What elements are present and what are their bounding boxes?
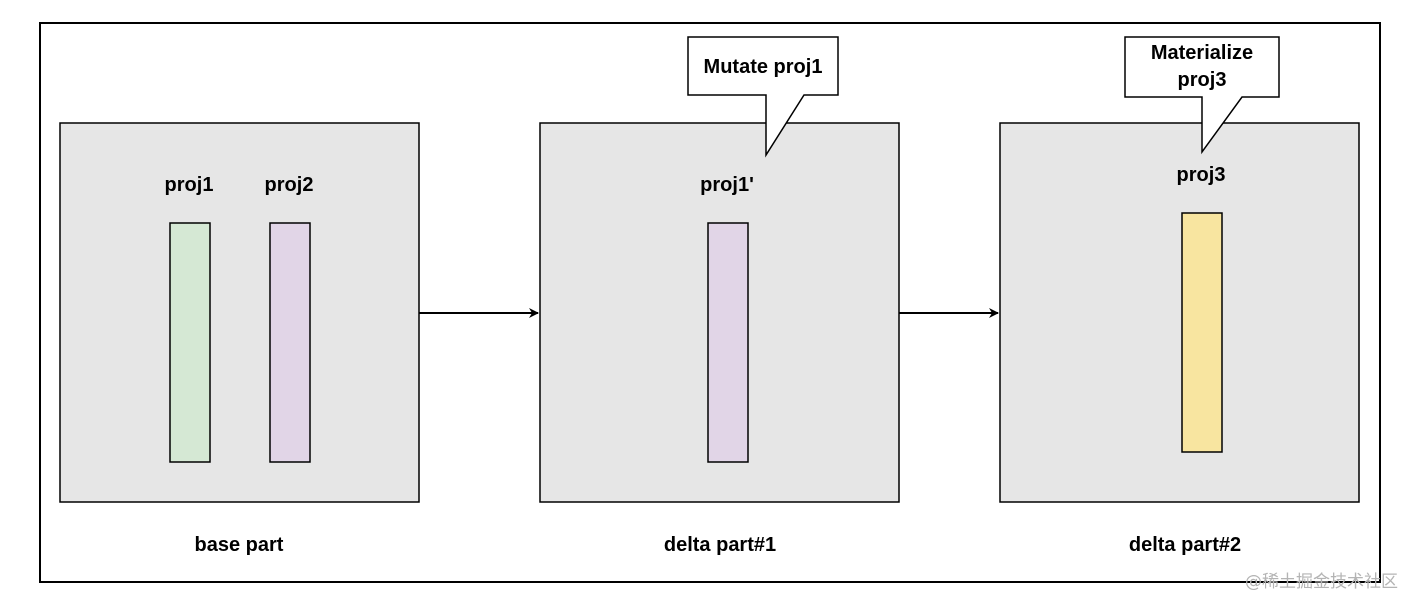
materialize-callout: Materialize proj3	[1124, 36, 1280, 155]
base-part-caption: base part	[195, 534, 284, 556]
proj3-column	[1181, 212, 1223, 453]
delta-part-1-caption: delta part#1	[664, 534, 776, 556]
watermark-text: @稀土掘金技术社区	[1245, 572, 1398, 592]
proj1-prime-column	[707, 222, 749, 463]
mutate-callout-bubble	[687, 36, 839, 158]
delta-part-2-box	[999, 122, 1360, 503]
delta-part-2-caption: delta part#2	[1129, 534, 1241, 556]
base-part-box	[59, 122, 420, 503]
proj2-label: proj2	[265, 174, 314, 196]
proj3-label: proj3	[1177, 164, 1226, 186]
proj1-label: proj1	[165, 174, 214, 196]
proj2-column	[269, 222, 311, 463]
mutate-callout-text: Mutate proj1	[704, 56, 823, 78]
materialize-callout-bubble	[1124, 36, 1280, 155]
proj1-column	[169, 222, 211, 463]
materialize-callout-line-1: Materialize	[1151, 42, 1253, 64]
materialize-callout-line-2: proj3	[1178, 69, 1227, 91]
proj1-prime-label: proj1'	[700, 174, 754, 196]
mutate-callout: Mutate proj1	[687, 36, 839, 158]
